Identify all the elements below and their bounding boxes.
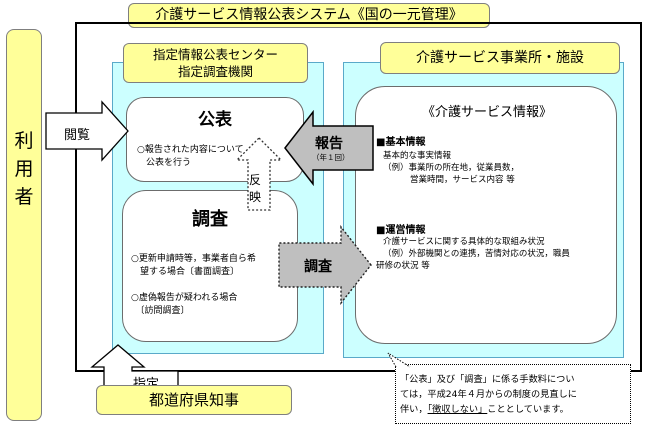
- hanei-arrow: [235, 137, 283, 211]
- chosa-line1: ○更新申請時等，事業者自ら希: [131, 254, 256, 264]
- hanei-label-1: 反: [249, 173, 262, 187]
- note-pointer: [387, 352, 411, 368]
- user-label-1: 利: [14, 130, 34, 152]
- chosa-line2: 望する場合〔書面調査〕: [131, 267, 240, 277]
- ops-line1: 介護サービスに関する具体的な取組み状況: [383, 237, 545, 247]
- note-line3: 伴い，「徴収しない」こととしています。: [400, 402, 630, 417]
- note-line3-pre: 伴い，: [400, 404, 428, 415]
- hokoku-arrow: [284, 110, 374, 186]
- kohyo-line1: ○報告された内容について: [137, 145, 244, 155]
- kohyo-line2: 公表を行う: [137, 158, 192, 168]
- ops-line2: （例）外部機関との連携，苦情対応の状況，職員: [383, 249, 570, 259]
- user-label-2: 用: [14, 158, 34, 180]
- chosa-box: 調査 ○更新申請時等，事業者自ら希 望する場合〔書面調査〕 ○虚偽報告が疑われる…: [122, 190, 298, 342]
- info-box: 《介護サービス情報》 ■基本情報 基本的な事実情報 （例）事業所の所在地，従業員…: [355, 86, 617, 344]
- etsuran-label: 閲覧: [64, 128, 91, 143]
- note-line3-post: こととしています。: [487, 404, 569, 415]
- basic-line2: （例）事業所の所在地，従業員数，: [383, 163, 520, 173]
- center-title-line2: 指定調査機関: [177, 64, 253, 79]
- center-title: 指定情報公表センター 指定調査機関: [123, 43, 308, 83]
- note-box: 「公表」及び「調査」に係る手数料につい ては，平成24年４月からの制度の見直しに…: [395, 364, 631, 424]
- chosa-line3: ○虚偽報告が疑われる場合: [131, 293, 238, 303]
- governor-box: 都道府県知事: [96, 385, 292, 415]
- center-title-line1: 指定情報公表センター: [152, 47, 278, 62]
- basic-heading: ■基本情報: [376, 137, 426, 148]
- kohyo-box: 公表 ○報告された内容について 公表を行う: [126, 97, 304, 182]
- ops-heading: ■運営情報: [376, 225, 426, 236]
- hanei-label-2: 映: [249, 190, 262, 204]
- chosa-line4: 〔訪問調査〕: [131, 306, 190, 316]
- etsuran-arrow: [45, 100, 129, 162]
- user-label-3: 者: [14, 186, 34, 208]
- hokoku-sublabel: （年１回）: [312, 153, 350, 162]
- info-title: 《介護サービス情報》: [421, 105, 552, 120]
- basic-line3: 営業時間，サービス内容 等: [410, 175, 515, 185]
- system-frame: [75, 22, 642, 372]
- note-line1: 「公表」及び「調査」に係る手数料につい: [400, 374, 575, 385]
- basic-line1: 基本的な事実情報: [383, 151, 452, 161]
- ops-line3: 研修の状況 等: [376, 261, 430, 271]
- note-emphasis: 「徴収しない」: [427, 404, 488, 415]
- note-line2: ては，平成24年４月からの制度の見直しに: [400, 389, 577, 400]
- kohyo-heading: 公表: [198, 110, 232, 130]
- chosa-heading: 調査: [192, 209, 228, 230]
- hokoku-label: 報告: [315, 136, 343, 152]
- user-box: 利 用 者: [6, 29, 42, 421]
- chosa-arrow-label: 調査: [304, 259, 332, 275]
- facility-title: 介護サービス事業所・施設: [380, 42, 620, 74]
- chosa-arrow: [278, 225, 372, 305]
